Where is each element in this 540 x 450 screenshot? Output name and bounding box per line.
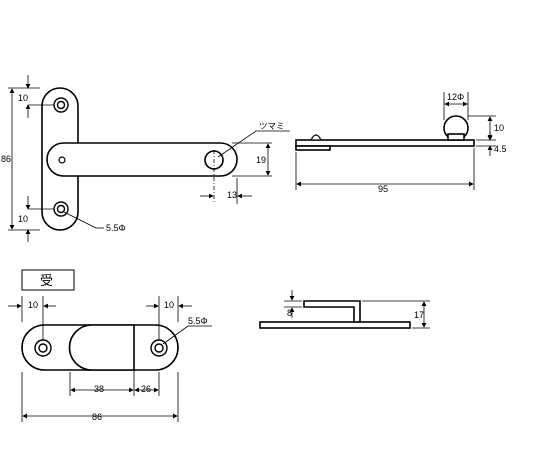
receiver-left-offset-label: 10 [28,300,38,310]
slot-to-hole-label: 26 [141,384,151,394]
side-knob-stem [447,133,465,141]
latch-side-view: 12Φ 10 4.5 95 [295,92,507,194]
slot-width-label: 38 [94,384,104,394]
side-base-tab [295,145,331,151]
receiver-left-hole [34,339,52,357]
bottom-hole-offset-label: 10 [18,214,28,224]
arm-pin [58,156,66,164]
sliding-arm [46,142,238,177]
receiver-length-label: 86 [92,412,102,422]
receiver-section: 受 10 10 5.5Φ [8,269,430,422]
bottom-screw-hole [53,201,69,217]
knob-dia-label: 12Φ [447,92,464,102]
receiver-right-offset-label: 10 [164,300,174,310]
receiver-hole-dia-label: 5.5Φ [188,316,208,326]
knob-height-label: 10 [494,123,504,133]
receiver-label: 受 [40,273,53,288]
knob-label: ツマミ [259,121,285,131]
plate-thickness-label: 4.5 [494,144,507,154]
receiver-slot [68,324,135,371]
arm-width-label: 19 [256,155,266,165]
hole-dia-label: 5.5Φ [106,223,126,233]
top-hole-offset-label: 10 [18,93,28,103]
knob-offset-label: 13 [227,190,237,200]
receiver-label-box [21,269,75,291]
receiver-side-plate [259,321,411,329]
height-dim-label: 86 [1,154,11,164]
top-screw-hole [53,97,69,113]
side-plate [295,139,475,147]
receiver-total-height-label: 17 [414,310,424,320]
latch-plan-view: 86 10 10 5.5Φ ツマミ 19 13 [1,75,290,242]
side-length-label: 95 [378,184,388,194]
receiver-side-hook [303,300,361,323]
receiver-inner-height-label: 8 [287,308,292,318]
side-pin [310,134,322,141]
